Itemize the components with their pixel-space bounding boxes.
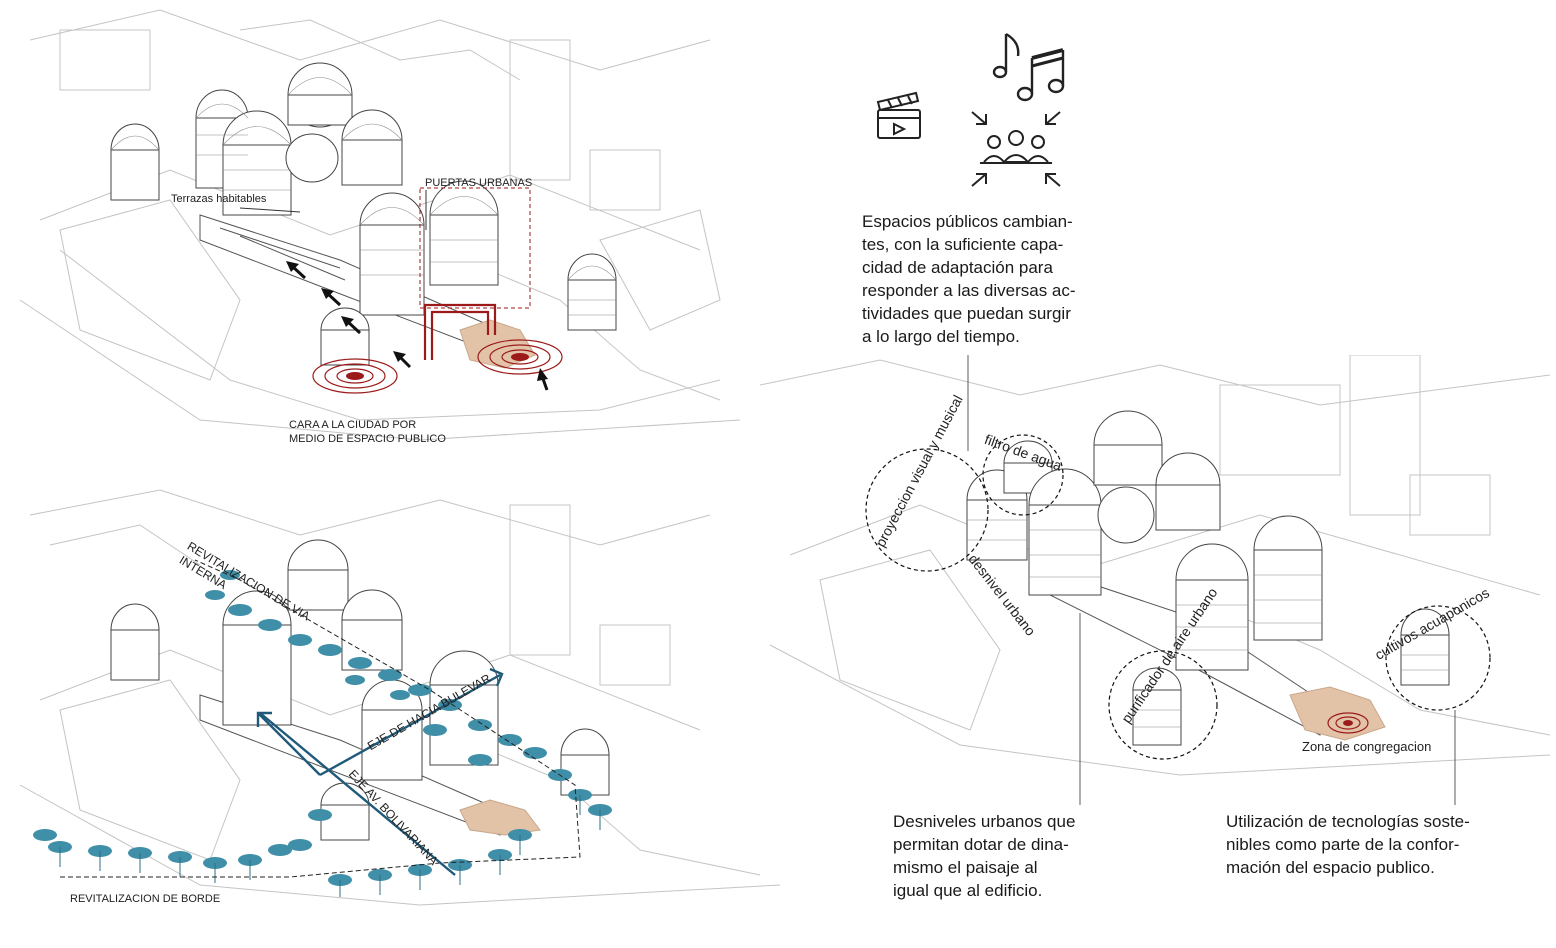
isometric-drawing-top-left [19, 9, 741, 441]
isometric-drawing-bottom-left [19, 489, 781, 906]
music-notes-icon [992, 32, 1065, 102]
label-city-face-2: MEDIO DE ESPACIO PUBLICO [289, 433, 446, 445]
water-filter-circle [982, 434, 1064, 516]
aquaponic-circle [1385, 605, 1491, 711]
blue-axes [256, 667, 504, 876]
caption-technologies: Utilización de tecnologías soste- nibles… [1226, 812, 1470, 877]
plaza-area [459, 799, 541, 836]
gathering-target [1327, 712, 1369, 734]
panel-right: filtro de agua proyeccion visual y music… [760, 355, 1556, 815]
access-arrows [286, 261, 549, 391]
activity-target-1 [312, 358, 398, 394]
urban-gates [423, 303, 497, 360]
terraces-leader-line [239, 207, 301, 213]
panel-bottom-left: REVITALIZACION DE VIA INTERNA EJE DE HAC… [0, 485, 800, 925]
label-urban-gates: PUERTAS URBANAS [425, 177, 533, 189]
plaza-area [459, 319, 536, 369]
label-city-face-1: CARA A LA CIUDAD POR [289, 419, 417, 431]
caption-public-spaces: Espacios públicos cambian- tes, con la s… [862, 212, 1076, 346]
label-edge-revitalization: REVITALIZACION DE BORDE [70, 893, 221, 905]
air-purifier-circle [1108, 650, 1218, 760]
projection-circle [865, 448, 989, 572]
label-terraces: Terrazas habitables [171, 193, 267, 205]
panel-top-left: Terrazas habitables PUERTAS URBANAS CARA… [0, 0, 760, 460]
tree-canopies [33, 570, 612, 886]
gates-dashed-frame [419, 187, 531, 309]
gathering-plaza [1289, 686, 1386, 741]
caption-level-changes: Desniveles urbanos que permitan dotar de… [893, 812, 1076, 900]
isometric-drawing-right [760, 355, 1551, 805]
activity-target-2 [477, 339, 563, 375]
icon-group [860, 20, 1100, 200]
clapperboard-icon [876, 91, 921, 139]
people-gathering-icon [971, 111, 1061, 187]
label-gathering-zone: Zona de congregacion [1302, 739, 1432, 754]
internal-route-dashed [60, 559, 581, 878]
